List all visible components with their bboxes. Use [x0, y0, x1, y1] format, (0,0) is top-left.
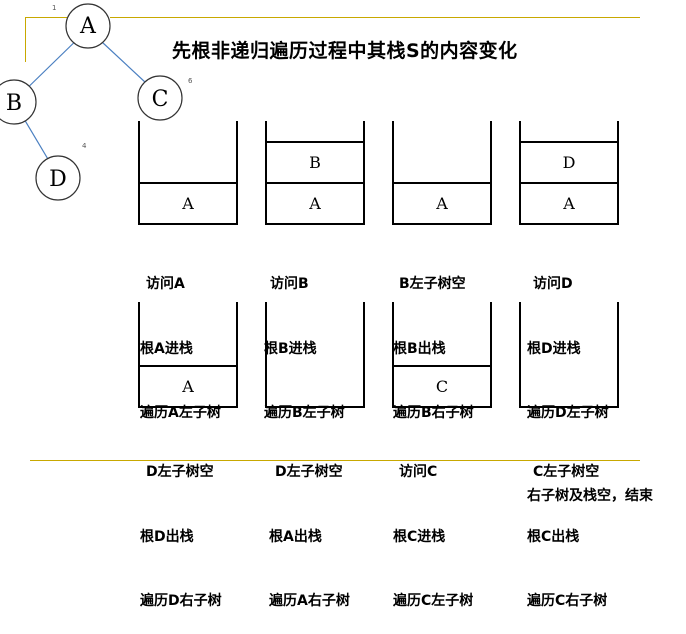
binary-tree: A 1 B C 6 D 4: [0, 3, 193, 201]
caption-5-line-3: 遍历D右子树: [140, 593, 222, 609]
top-left-vrule: [25, 17, 26, 62]
stack-7: C: [392, 302, 492, 408]
stack-6: [265, 302, 365, 408]
node-label-c: C: [152, 87, 169, 112]
caption-7-line-1: 访问C: [399, 464, 438, 480]
caption-6-line-3: 遍历A右子树: [269, 593, 350, 609]
stack-1-cell-1: A: [140, 182, 236, 223]
caption-4-line-2: 根D进栈: [527, 340, 581, 357]
caption-4-line-1: 访问D: [533, 276, 573, 292]
stack-4-cell-2: D: [521, 141, 617, 182]
footer-note: 右子树及栈空，结束: [527, 488, 653, 504]
tree-node-c: C 6: [137, 75, 193, 121]
tree-node-d: D 4: [35, 142, 87, 201]
stack-3-cell-1: A: [394, 182, 490, 223]
caption-4: 访问D 根D进栈 遍历D左子树: [527, 231, 609, 446]
caption-6-line-1: D左子树空: [275, 464, 343, 480]
stack-2-cell-2: B: [267, 141, 363, 182]
node-num-c: 6: [188, 77, 193, 85]
caption-8-line-3: 遍历C右子树: [527, 593, 608, 609]
caption-6: D左子树空 根A出栈 遍历A右子树: [269, 419, 350, 634]
page-title: 先根非递归遍历过程中其栈S的内容变化: [172, 40, 518, 62]
bottom-rule: [30, 460, 640, 461]
caption-8-line-2: 根C出栈: [527, 528, 580, 545]
caption-6-line-2: 根A出栈: [269, 528, 322, 545]
caption-2-line-3: 遍历B左子树: [264, 405, 345, 421]
stack-7-cell-1: C: [394, 365, 490, 406]
caption-5-line-2: 根D出栈: [140, 528, 194, 545]
stack-2-cell-1: A: [267, 182, 363, 223]
caption-7-line-3: 遍历C左子树: [393, 593, 474, 609]
caption-2: 访问B 根B进栈 遍历B左子树: [264, 231, 345, 446]
caption-1-line-3: 遍历A左子树: [140, 405, 221, 421]
caption-5-line-1: D左子树空: [146, 464, 214, 480]
stack-2: A B: [265, 121, 365, 225]
stack-4: A D: [519, 121, 619, 225]
caption-5: D左子树空 根D出栈 遍历D右子树: [140, 419, 222, 634]
caption-8: C左子树空 根C出栈 遍历C右子树: [527, 419, 607, 634]
caption-7-line-2: 根C进栈: [393, 528, 446, 545]
stack-5-cell-1: A: [140, 365, 236, 406]
node-label-b: B: [6, 91, 22, 116]
caption-3-line-3: 遍历B右子树: [393, 405, 474, 421]
caption-1-line-1: 访问A: [146, 276, 185, 292]
node-label-a: A: [79, 14, 97, 39]
caption-2-line-2: 根B进栈: [264, 340, 317, 357]
caption-3-line-2: 根B出栈: [393, 340, 446, 357]
caption-3: B左子树空 根B出栈 遍历B右子树: [393, 231, 474, 446]
caption-7: 访问C 根C进栈 遍历C左子树: [393, 419, 473, 634]
node-num-a: 1: [52, 4, 56, 12]
stack-4-cell-1: A: [521, 182, 617, 223]
stack-5: A: [138, 302, 238, 408]
caption-2-line-1: 访问B: [270, 276, 309, 292]
tree-node-b: B: [0, 79, 37, 125]
top-rule: [110, 17, 640, 18]
node-num-d: 4: [82, 142, 87, 150]
top-left-rule: [25, 17, 67, 18]
caption-1: 访问A 根A进栈 遍历A左子树: [140, 231, 221, 446]
caption-8-line-1: C左子树空: [533, 464, 600, 480]
stack-1: A: [138, 121, 238, 225]
caption-3-line-1: B左子树空: [399, 276, 466, 292]
node-label-d: D: [49, 167, 67, 192]
tree-node-a: A 1: [52, 3, 111, 49]
caption-4-line-3: 遍历D左子树: [527, 405, 609, 421]
caption-1-line-2: 根A进栈: [140, 340, 193, 357]
stack-3: A: [392, 121, 492, 225]
stack-8: [519, 302, 619, 408]
